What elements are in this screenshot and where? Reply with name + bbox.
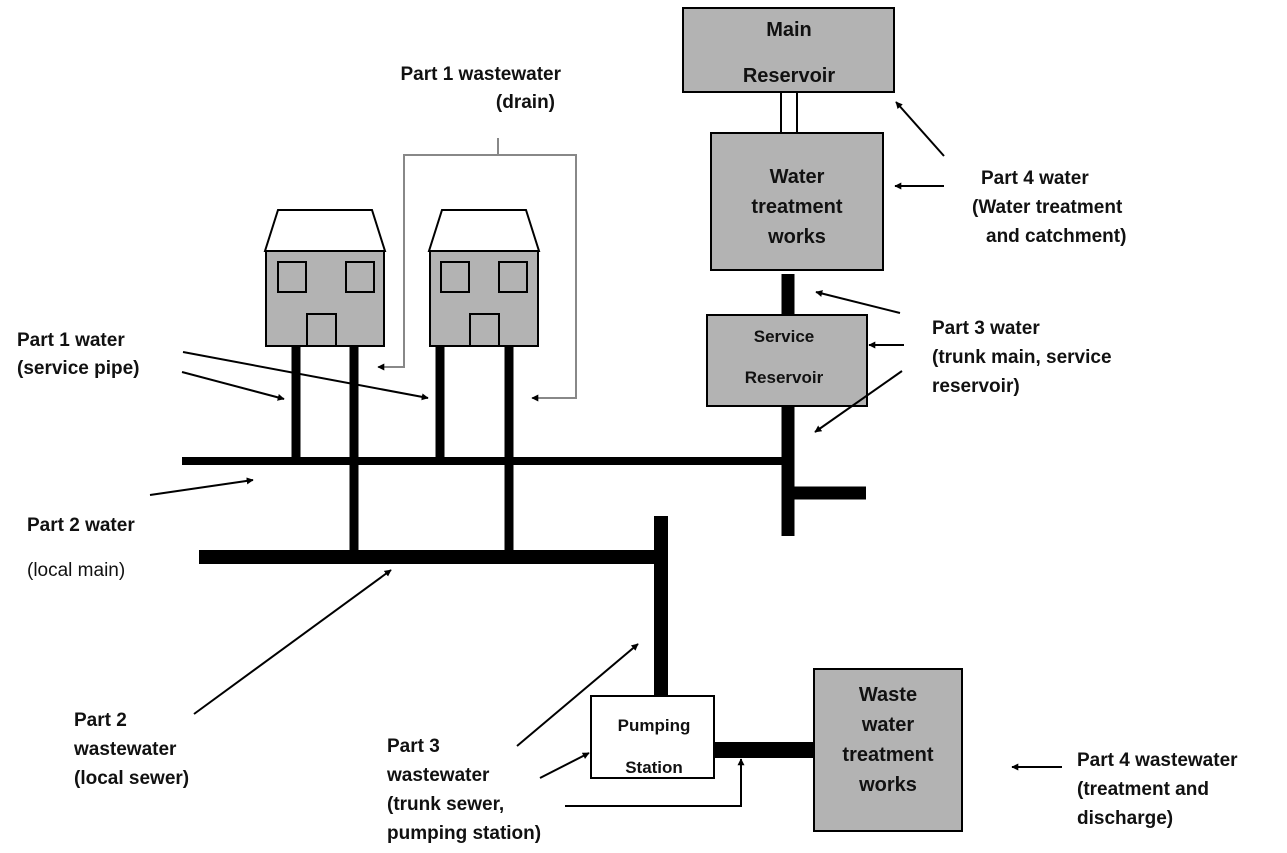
- pointer-arrows: [149, 101, 1062, 807]
- service-reservoir-label-line2: Reservoir: [745, 368, 824, 387]
- house-2: [427, 209, 541, 347]
- label-part3-water-line1: Part 3 water: [932, 318, 1040, 339]
- service-reservoir-box: Service Reservoir: [706, 314, 868, 407]
- label-part4-water-line1: Part 4 water: [981, 168, 1089, 189]
- sewer-pipework: [199, 346, 814, 758]
- label-part3-wastewater-line3: (trunk sewer,: [387, 794, 504, 815]
- label-part4-water: Part 4 water (Water treatment and catchm…: [972, 168, 1126, 247]
- pumping-station-label-line1: Pumping: [618, 716, 691, 735]
- label-part3-wastewater-line2: wastewater: [386, 765, 490, 786]
- label-part4-wastewater-line3: discharge): [1077, 808, 1173, 829]
- label-part2-wastewater: Part 2 wastewater (local sewer): [73, 710, 189, 789]
- label-part4-water-line2: (Water treatment: [972, 197, 1123, 218]
- label-part1-water-line1: Part 1 water: [17, 330, 125, 351]
- house-1: [263, 209, 387, 347]
- label-part3-water-line2: (trunk main, service: [932, 347, 1112, 368]
- drain-lines: [377, 138, 577, 402]
- pumping-station-label-line2: Station: [625, 758, 683, 777]
- waste-treatment-label-line4: works: [858, 774, 917, 796]
- water-treatment-label-line2: treatment: [751, 196, 842, 218]
- label-part4-wastewater-line1: Part 4 wastewater: [1077, 750, 1238, 771]
- label-part1-water: Part 1 water (service pipe): [17, 330, 140, 379]
- reservoir-connector: [780, 92, 798, 133]
- main-reservoir-label-line2: Reservoir: [743, 65, 835, 87]
- label-part3-water-line3: reservoir): [932, 376, 1020, 397]
- water-treatment-box: Water treatment works: [710, 132, 884, 271]
- waste-treatment-label-line2: water: [861, 714, 914, 736]
- label-part2-water: Part 2 water (local main): [27, 515, 135, 581]
- pumping-station-box: Pumping Station: [590, 695, 715, 779]
- label-part4-wastewater-line2: (treatment and: [1077, 779, 1209, 800]
- label-part1-wastewater-line2: (drain): [496, 92, 555, 113]
- label-part2-water-line1: Part 2 water: [27, 515, 135, 536]
- label-part1-wastewater-line1: Part 1 wastewater: [400, 64, 561, 85]
- waste-treatment-label-line1: Waste: [859, 684, 917, 706]
- water-treatment-label-line3: works: [767, 226, 826, 248]
- label-part3-wastewater-line4: pumping station): [387, 823, 541, 844]
- label-part2-wastewater-line2: wastewater: [73, 739, 177, 760]
- label-part2-water-line2: (local main): [27, 560, 125, 581]
- label-part2-wastewater-line3: (local sewer): [74, 768, 189, 789]
- label-part3-water: Part 3 water (trunk main, service reserv…: [932, 318, 1112, 397]
- waste-treatment-label-line3: treatment: [842, 744, 933, 766]
- label-part3-wastewater: Part 3 wastewater (trunk sewer, pumping …: [386, 736, 541, 844]
- main-reservoir-box: Main Reservoir: [682, 7, 895, 93]
- label-part2-wastewater-line1: Part 2: [74, 710, 127, 731]
- label-part1-wastewater: Part 1 wastewater (drain): [400, 64, 561, 113]
- water-treatment-label-line1: Water: [770, 166, 825, 188]
- label-part4-water-line3: and catchment): [986, 226, 1126, 247]
- label-part1-water-line2: (service pipe): [17, 358, 140, 379]
- label-part3-wastewater-line1: Part 3: [387, 736, 440, 757]
- label-part4-wastewater: Part 4 wastewater (treatment and dischar…: [1077, 750, 1238, 829]
- service-reservoir-label-line1: Service: [754, 327, 815, 346]
- main-reservoir-label-line1: Main: [766, 19, 812, 41]
- waste-water-treatment-box: Waste water treatment works: [813, 668, 963, 832]
